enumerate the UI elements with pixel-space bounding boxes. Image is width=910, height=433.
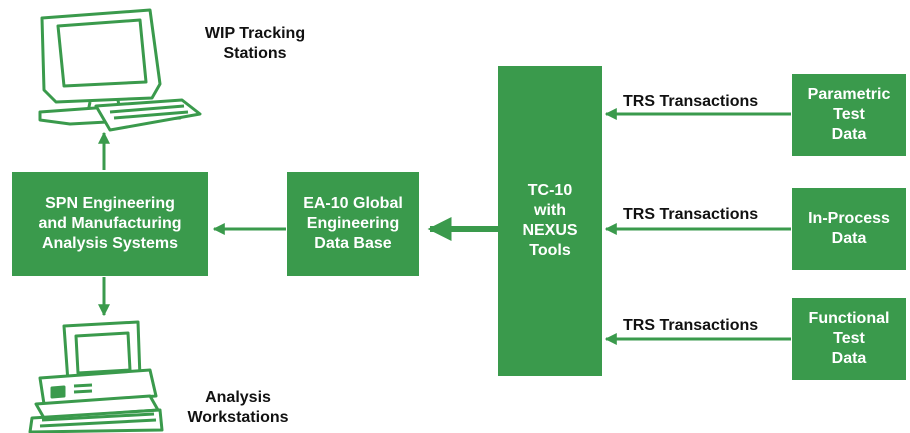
- functional-data-box: Functional Test Data: [792, 298, 906, 380]
- analysis-workstations-caption: Analysis Workstations: [178, 388, 298, 428]
- ea10-line-1: EA-10 Global: [303, 195, 403, 212]
- functional-line-3: Data: [831, 350, 867, 367]
- trs-transactions-label-2: TRS Transactions: [623, 206, 759, 223]
- trs-transactions-label-3: TRS Transactions: [623, 317, 759, 334]
- ea10-line-3: Data Base: [314, 235, 392, 252]
- parametric-line-3: Data: [831, 126, 867, 143]
- tc10-line-4: Tools: [529, 242, 571, 259]
- analysis-caption-line-1: Analysis: [205, 389, 271, 406]
- functional-line-1: Functional: [808, 310, 890, 327]
- spn-systems-box: SPN Engineering and Manufacturing Analys…: [12, 172, 208, 276]
- parametric-data-box: Parametric Test Data: [792, 74, 906, 156]
- ea10-line-2: Engineering: [306, 215, 400, 232]
- desktop-workstation-icon: [28, 320, 164, 433]
- parametric-line-1: Parametric: [807, 86, 891, 103]
- tc10-tools-box: TC-10 with NEXUS Tools: [498, 66, 602, 376]
- inprocess-line-1: In-Process: [808, 210, 890, 227]
- trs-transactions-label-1: TRS Transactions: [623, 93, 759, 110]
- spn-line-3: Analysis Systems: [41, 235, 179, 252]
- tc10-line-2: with: [534, 202, 566, 219]
- wip-caption-line-2: Stations: [223, 45, 287, 62]
- parametric-line-2: Test: [833, 106, 865, 123]
- tc10-line-3: NEXUS: [522, 222, 578, 239]
- spn-line-2: and Manufacturing: [38, 215, 182, 232]
- functional-line-2: Test: [833, 330, 865, 347]
- spn-line-1: SPN Engineering: [45, 195, 175, 212]
- tc10-line-1: TC-10: [527, 182, 573, 199]
- inprocess-data-box: In-Process Data: [792, 188, 906, 270]
- inprocess-line-2: Data: [831, 230, 867, 247]
- wip-caption-line-1: WIP Tracking: [204, 25, 306, 42]
- ea10-database-box: EA-10 Global Engineering Data Base: [287, 172, 419, 276]
- computer-terminal-icon: [38, 8, 202, 132]
- wip-stations-caption: WIP Tracking Stations: [196, 24, 314, 64]
- analysis-caption-line-2: Workstations: [187, 409, 289, 426]
